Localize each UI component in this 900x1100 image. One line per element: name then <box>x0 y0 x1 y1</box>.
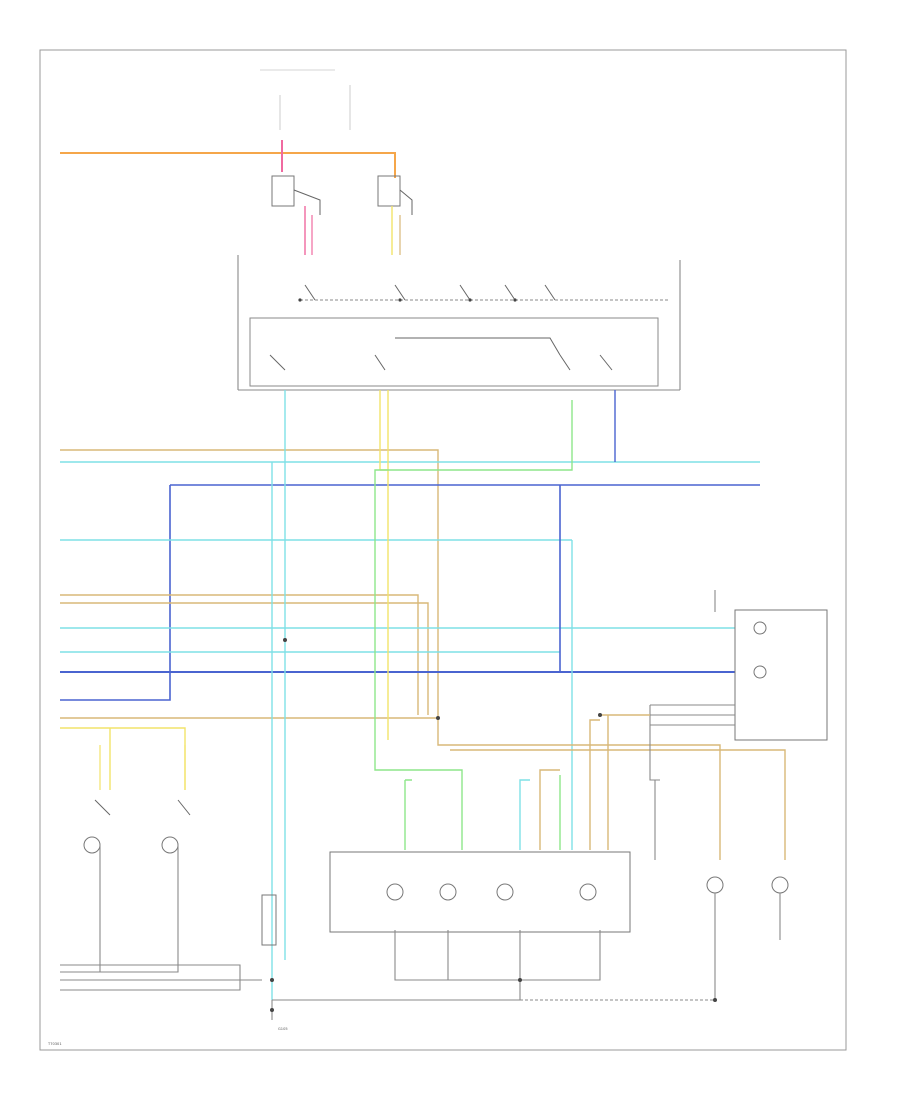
orange-feed-wire <box>60 152 396 178</box>
left-turn-bulb <box>83 836 101 854</box>
lamp-connector <box>261 894 277 946</box>
hazard-fuse <box>271 175 295 207</box>
turn-switch-body <box>249 317 659 387</box>
fuse-block-header <box>260 69 351 130</box>
diagram-border <box>39 49 847 1051</box>
hazard-flasher-link <box>293 189 321 215</box>
right-bulb-4 <box>579 883 597 901</box>
tan-right-lamp-b <box>589 719 600 850</box>
right-bulb-2 <box>439 883 457 901</box>
right-tail-lamp-assembly <box>329 851 631 933</box>
tan-license-feed-2 <box>450 749 786 860</box>
right-lamp-ground <box>394 930 601 981</box>
ltblue-right-lamp-a <box>519 779 530 850</box>
left-turn-indicator <box>753 621 767 635</box>
green-lamp-feed <box>404 779 412 850</box>
yellow-vertical-stub <box>379 390 388 471</box>
license-lamp-right <box>771 876 789 894</box>
tan-right-lamp-a <box>539 769 560 850</box>
ground-point <box>270 1008 274 1012</box>
turn-flasher-link <box>399 189 413 215</box>
license-lamp-left <box>706 876 724 894</box>
tan-harness-1 <box>60 449 439 720</box>
right-turn-indicator <box>753 665 767 679</box>
turn-fuse <box>377 175 401 207</box>
right-bulb-3 <box>496 883 514 901</box>
tan-harness-3 <box>60 602 429 715</box>
left-stop-bulb <box>161 836 179 854</box>
instrument-cluster <box>734 609 828 741</box>
left-lamp-ground-2 <box>100 845 179 973</box>
dkblue-drop <box>60 485 171 701</box>
cluster-connectors <box>650 704 735 726</box>
ground-label: G105 <box>278 1027 288 1031</box>
right-bulb-1 <box>386 883 404 901</box>
left-lamp-ground-1 <box>60 845 101 973</box>
tan-harness-2 <box>60 594 419 715</box>
tan-license-feed <box>437 720 721 860</box>
yellow-left-lamp-feed <box>60 727 186 790</box>
green-wire-route <box>374 400 573 850</box>
yellow-left-lamp-legs <box>99 745 186 790</box>
ground-harness <box>60 964 262 991</box>
splice-points <box>270 638 717 1002</box>
turn-hazard-switch-assembly <box>237 255 681 391</box>
corner-note: T70301 <box>47 1042 62 1046</box>
